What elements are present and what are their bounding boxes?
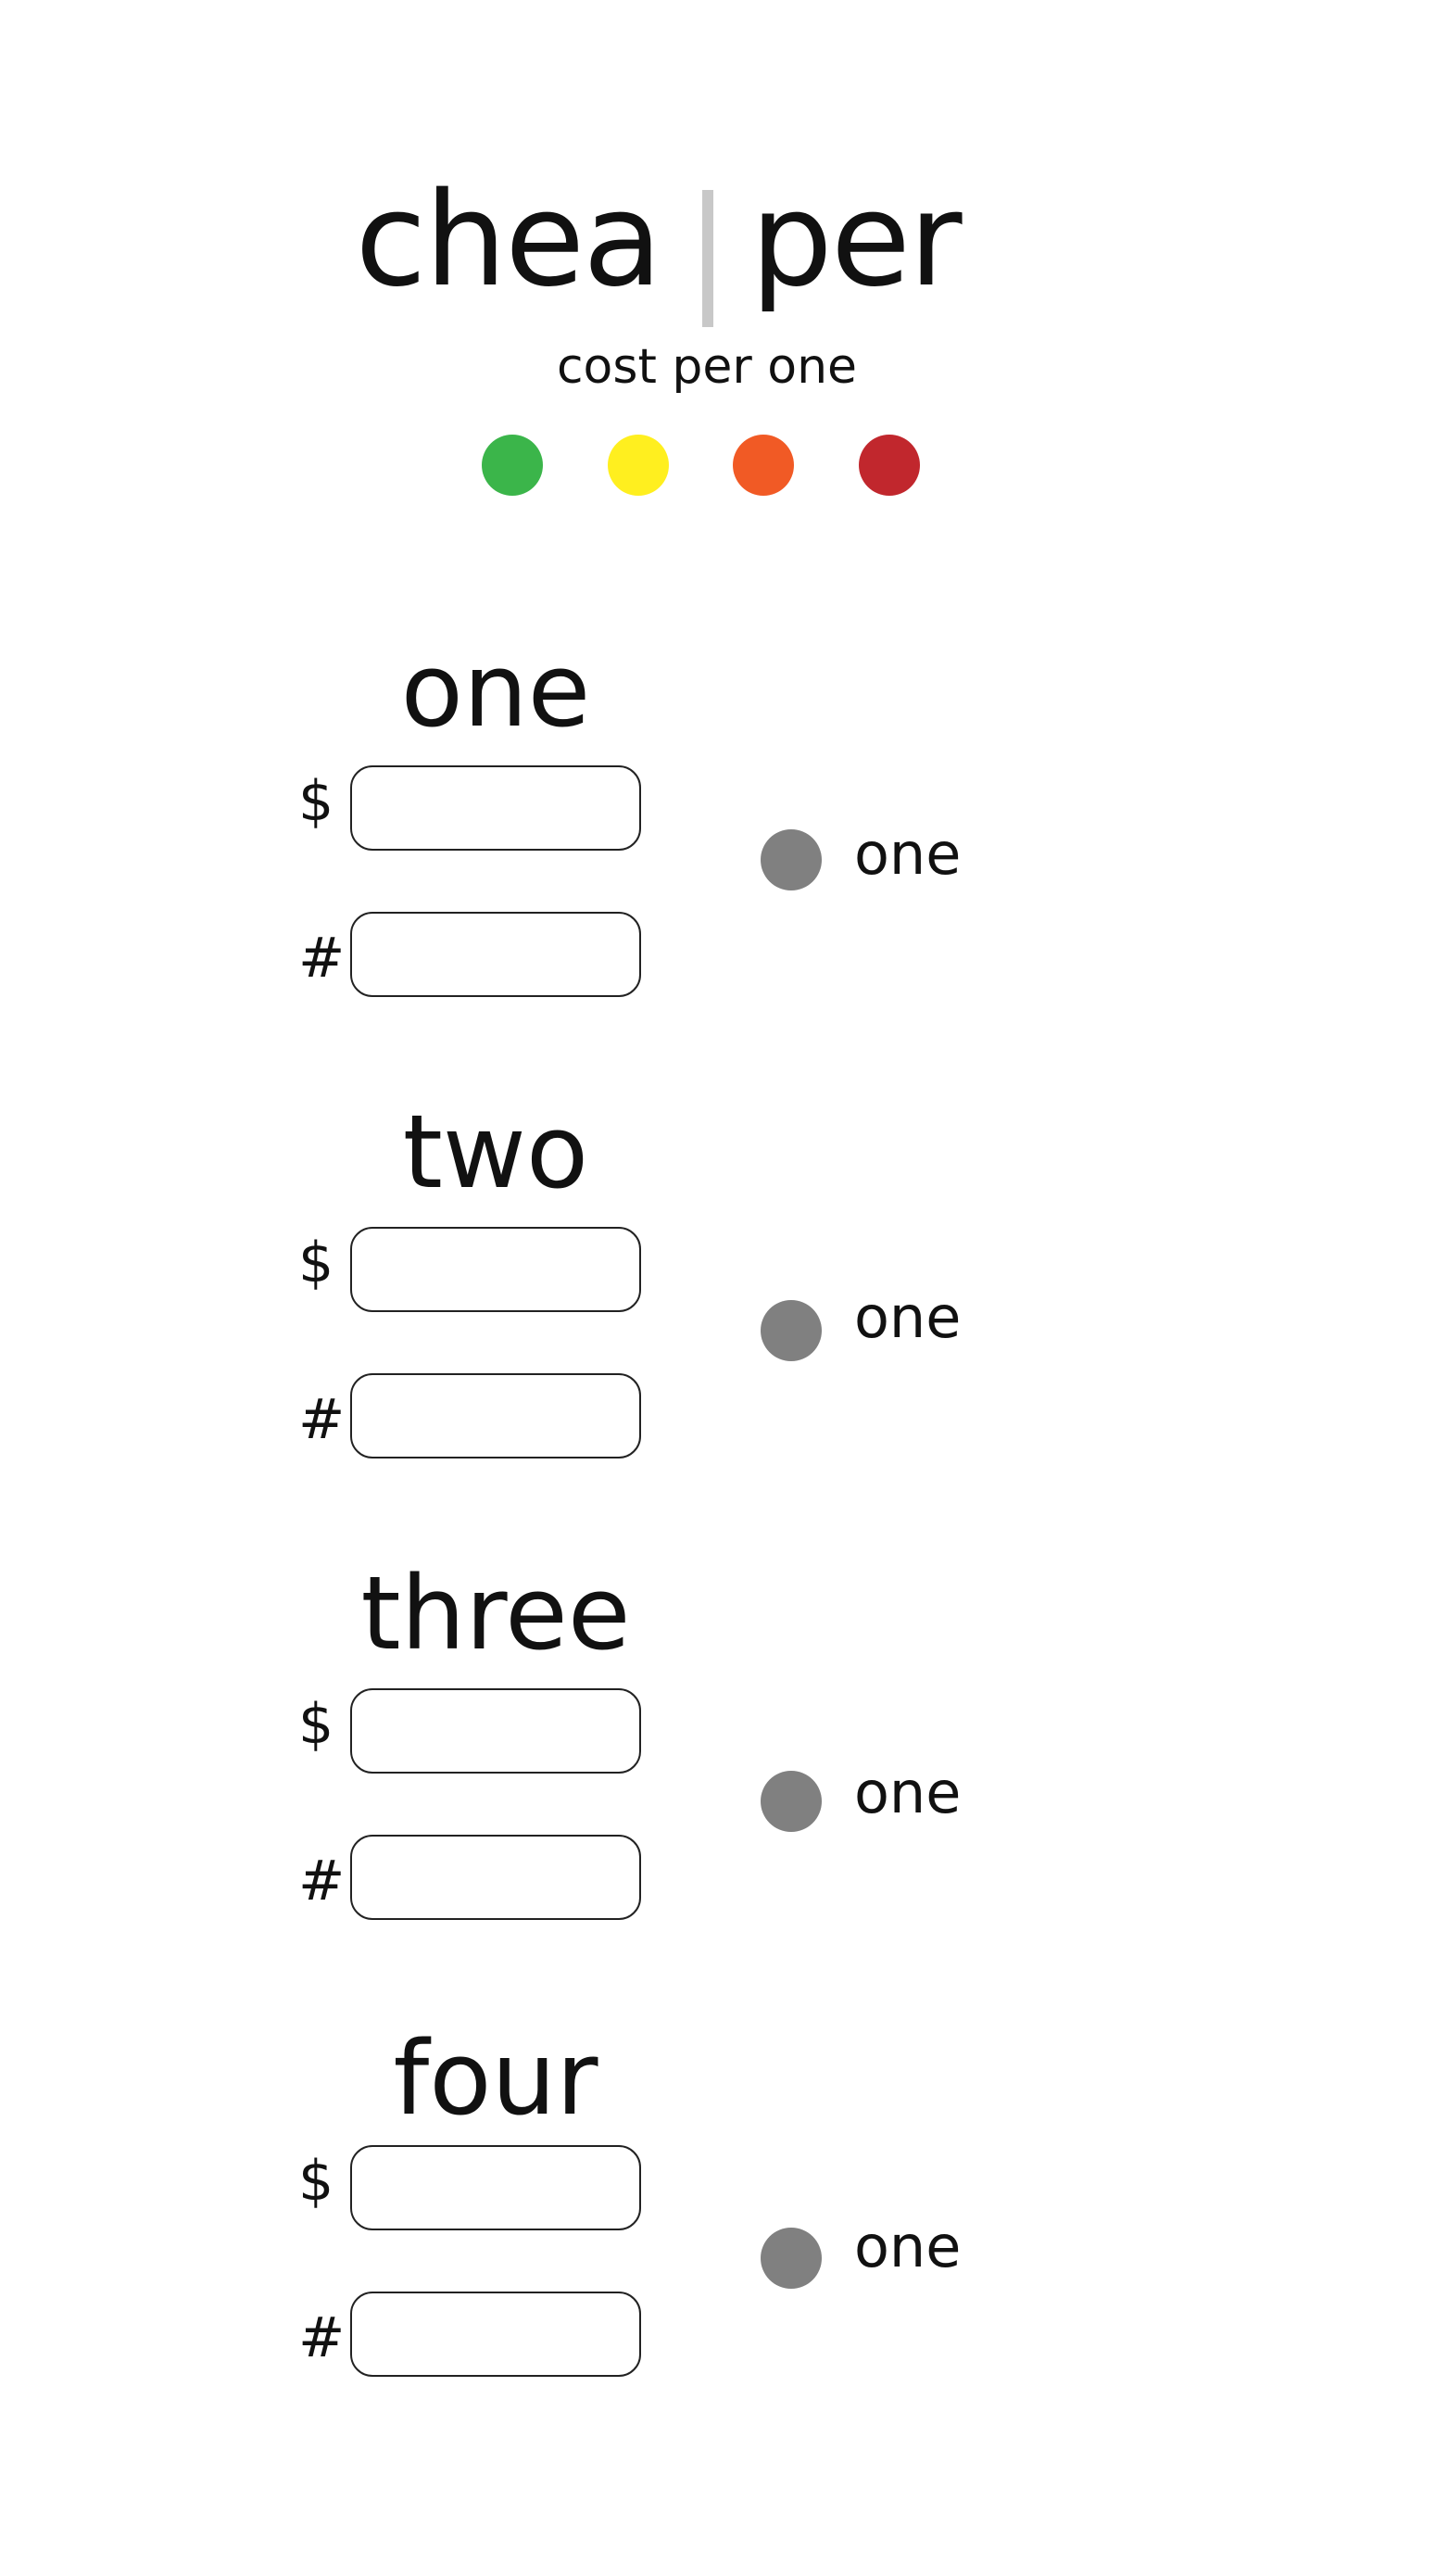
count-input[interactable] (350, 1835, 641, 1920)
price-input[interactable] (350, 765, 641, 851)
result-label: one (854, 2213, 962, 2280)
price-label: $ (298, 769, 334, 834)
count-input[interactable] (350, 912, 641, 997)
count-label: # (298, 1387, 346, 1452)
price-label: $ (298, 1231, 334, 1295)
app-subtitle: cost per one (556, 339, 858, 395)
price-label: $ (298, 1692, 334, 1757)
result-indicator-dot (761, 829, 822, 890)
count-label: # (298, 926, 346, 991)
legend-dot-red (859, 435, 920, 496)
section-title: one (400, 631, 591, 750)
section-title: three (360, 1554, 631, 1673)
price-input[interactable] (350, 1688, 641, 1774)
price-input[interactable] (350, 1227, 641, 1312)
legend-dot-green (482, 435, 543, 496)
result-label: one (854, 1759, 962, 1826)
legend-dot-yellow (608, 435, 669, 496)
count-label: # (298, 2305, 346, 2370)
section-title: four (393, 2019, 598, 2138)
app-title-left: chea (355, 165, 662, 316)
result-label: one (854, 1283, 962, 1351)
price-input[interactable] (350, 2145, 641, 2230)
result-indicator-dot (761, 2228, 822, 2289)
result-indicator-dot (761, 1771, 822, 1832)
result-indicator-dot (761, 1300, 822, 1361)
count-input[interactable] (350, 1373, 641, 1458)
count-label: # (298, 1849, 346, 1913)
result-label: one (854, 820, 962, 888)
price-label: $ (298, 2149, 334, 2214)
title-divider (702, 190, 713, 327)
count-input[interactable] (350, 2292, 641, 2377)
section-title: two (402, 1092, 589, 1211)
app-title-right: per (750, 165, 963, 316)
legend-dot-orange (733, 435, 794, 496)
